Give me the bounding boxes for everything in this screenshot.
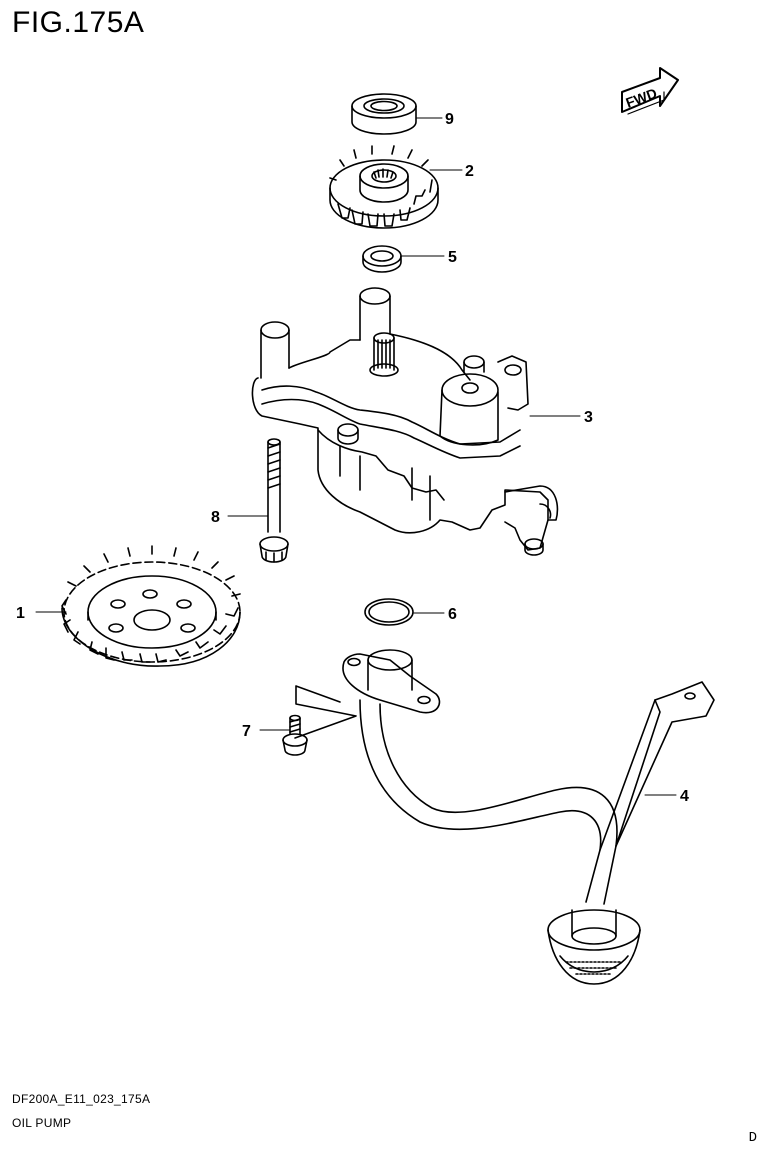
figure-title: FIG.175A <box>12 6 145 39</box>
callout-label-3: 3 <box>584 409 593 426</box>
callout-4: 4 <box>644 788 689 805</box>
callout-2: 2 <box>429 163 474 180</box>
callout-label-9: 9 <box>445 111 454 128</box>
figure-code: DF200A_E11_023_175A <box>12 1092 151 1106</box>
callout-label-6: 6 <box>448 606 457 623</box>
callout-label-8: 8 <box>211 509 220 526</box>
callout-9: 9 <box>415 111 454 128</box>
callout-7: 7 <box>242 723 291 740</box>
callout-label-2: 2 <box>465 163 474 180</box>
pump-body-part-3 <box>251 287 559 556</box>
callout-3: 3 <box>529 409 593 426</box>
corner-letter: D <box>748 1130 757 1146</box>
drive-gear-part-2 <box>329 145 439 229</box>
callout-6: 6 <box>413 606 457 623</box>
bearing-part-9 <box>351 93 417 135</box>
callout-label-1: 1 <box>16 605 25 622</box>
strainer-pipe-part-4 <box>342 649 715 985</box>
callout-label-4: 4 <box>680 788 689 805</box>
washer-part-5 <box>362 245 402 273</box>
callout-label-5: 5 <box>448 249 457 266</box>
o-ring-part-6 <box>364 598 414 626</box>
callout-1: 1 <box>16 605 67 622</box>
bolt-part-7 <box>282 685 357 756</box>
fwd-arrow-icon: FWD <box>621 67 679 115</box>
callout-8: 8 <box>211 509 269 526</box>
bolt-part-8 <box>259 438 289 563</box>
ring-gear-part-1 <box>61 545 241 667</box>
callout-label-7: 7 <box>242 723 251 740</box>
callout-5: 5 <box>401 249 457 266</box>
figure-name: OIL PUMP <box>12 1116 72 1130</box>
